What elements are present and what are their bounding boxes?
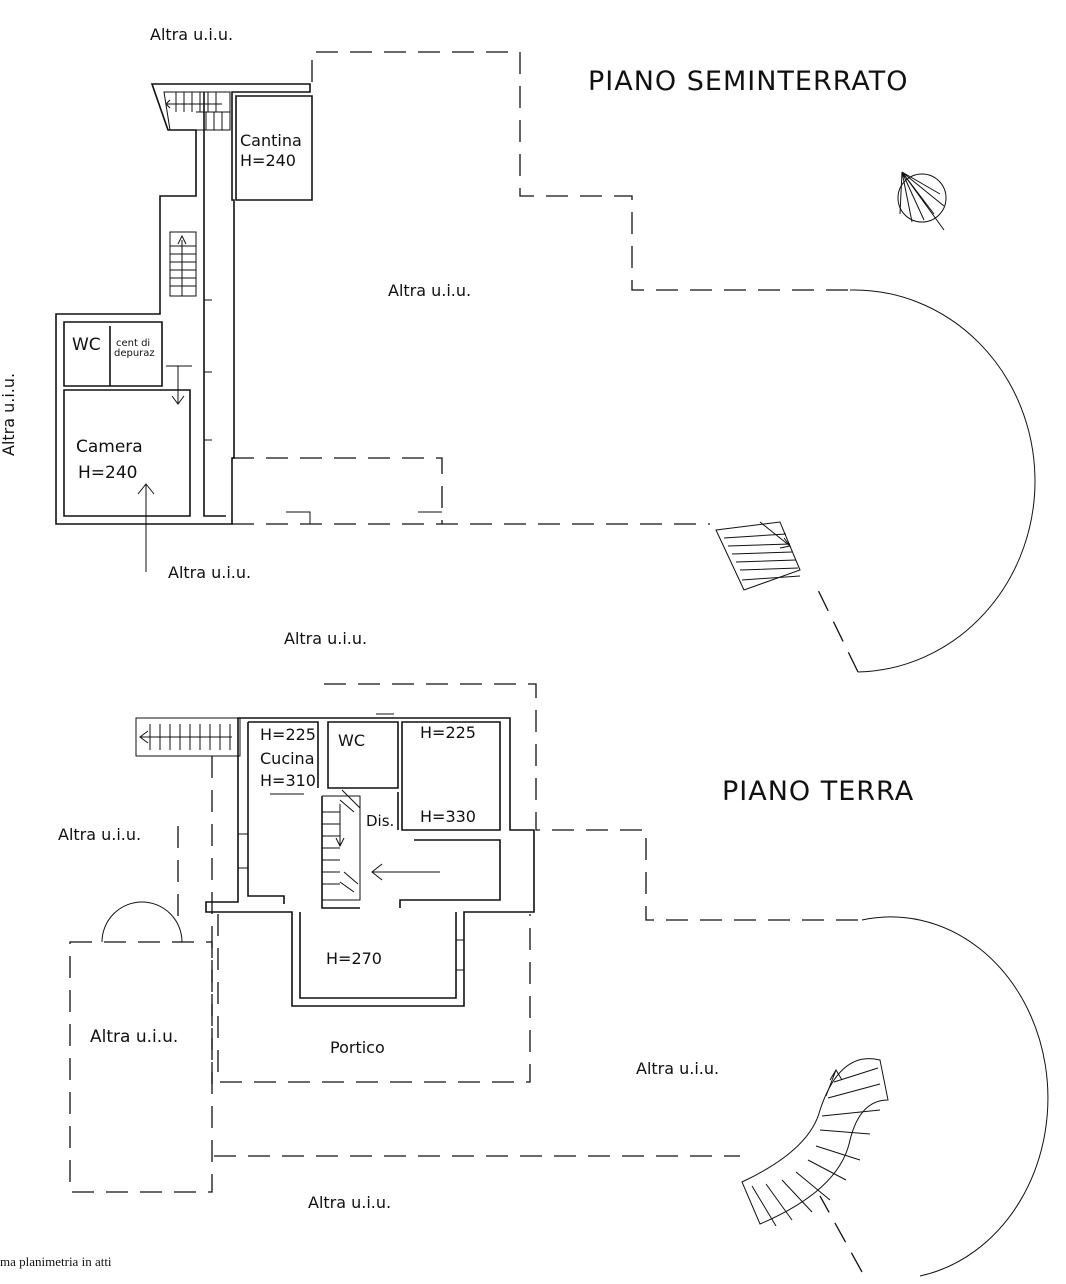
basement-arrow-down [166,365,192,405]
basement-main-walls [55,83,311,525]
room-height-1: H=225 [420,723,476,742]
ground-curved-wall [861,916,1049,1277]
ground-label-top: Altra u.i.u. [284,629,367,648]
ground-entry-arrow [371,863,440,881]
kitchen-height-1: H=225 [260,725,316,744]
cantina-walls [235,95,313,201]
ground-stair-internal [322,789,361,901]
basement-plan: PIANO SEMINTERRATO Altra u.i.u. Altra u.… [0,25,1036,673]
cantina-height: H=240 [240,151,296,170]
ground-label-right: Altra u.i.u. [636,1059,719,1078]
north-arrow-icon [897,171,947,231]
ground-wc-label: WC [338,731,365,750]
basement-entry-arrow [137,483,155,572]
ground-stair-left [135,717,241,757]
basement-label-left: Altra u.i.u. [0,373,18,456]
kitchen-height-2: H=310 [260,771,316,790]
ground-dashed-boundary [324,683,862,921]
basement-wc-label: WC [72,335,101,355]
ground-spiral-stair [741,1058,889,1227]
basement-curved-wall [849,289,1036,673]
basement-stair-middle [169,231,197,297]
ground-wc-walls [327,721,399,789]
basement-dashed-boundary [311,51,850,291]
main-room-height: H=270 [326,949,382,968]
ground-label-box: Altra u.i.u. [90,1027,178,1047]
camera-name: Camera [76,437,143,457]
portico-label: Portico [330,1038,385,1057]
camera-height: H=240 [78,463,137,483]
basement-stair-top [163,91,231,131]
ground-main-walls [205,717,535,1007]
depuraz-label-2: depuraz [114,348,155,359]
basement-title: PIANO SEMINTERRATO [588,66,909,97]
basement-label-center: Altra u.i.u. [388,281,471,300]
cantina-name: Cantina [240,131,302,150]
ground-plan: PIANO TERRA Altra u.i.u. Altra u.i.u. Al… [58,629,1049,1277]
basement-external-stair [715,521,801,591]
ground-title: PIANO TERRA [722,776,914,807]
disimpegno-label: Dis. [366,812,394,830]
basement-label-top: Altra u.i.u. [150,25,233,44]
basement-lower-dashed [817,589,859,673]
depuraz-label-1: cent di [116,338,150,349]
ground-label-left: Altra u.i.u. [58,825,141,844]
kitchen-name: Cucina [260,749,315,768]
ground-label-bottom: Altra u.i.u. [308,1193,391,1212]
basement-label-bottom: Altra u.i.u. [168,563,251,582]
ground-bay-window [101,901,183,943]
room-height-2: H=330 [420,807,476,826]
footer-note: ma planimetria in atti [0,1254,112,1269]
ground-left-box [69,941,213,1193]
